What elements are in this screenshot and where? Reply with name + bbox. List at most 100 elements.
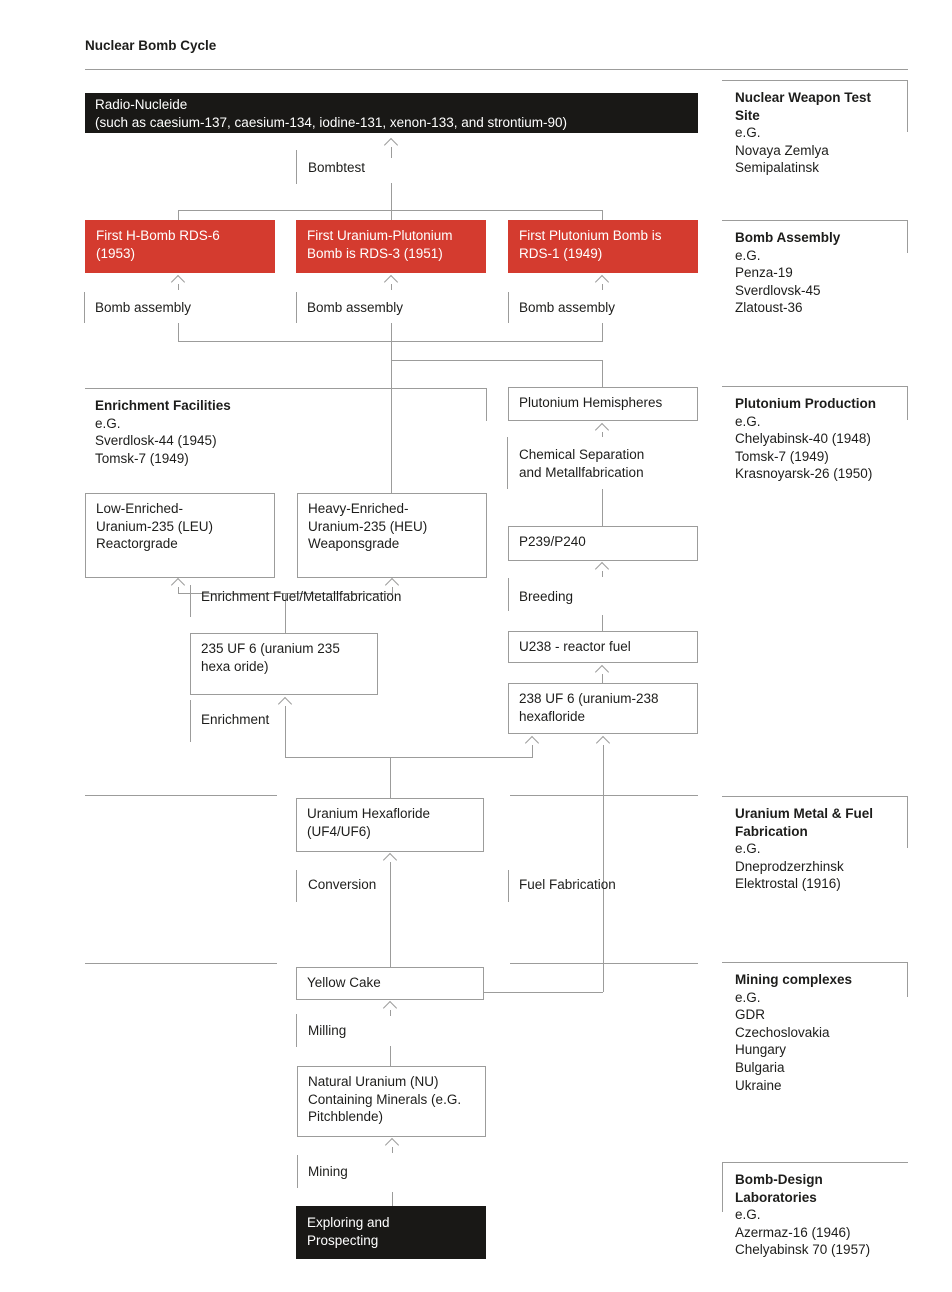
sidebar-heading: Plutonium Production <box>735 396 876 411</box>
flow-line <box>391 323 392 341</box>
sidebar-entry-bomb-assembly: Bomb Assembly e.G. Penza-19 Sverdlovsk-4… <box>722 220 908 317</box>
flow-line <box>391 183 392 220</box>
sidebar-bracket-side <box>907 220 908 253</box>
flow-line <box>285 593 286 633</box>
flow-line <box>178 587 179 593</box>
sidebar-heading: Nuclear Weapon Test Site <box>735 90 872 123</box>
sidebar-entry-mining-complexes: Mining complexes e.G. GDR Czechoslovakia… <box>722 962 908 1094</box>
flow-line <box>390 1010 391 1016</box>
node-u238-reactor-fuel: U238 - reactor fuel <box>508 631 698 663</box>
flow-line <box>390 1046 391 1066</box>
sidebar-entry-bomb-design-laboratories: Bomb-Design Laboratories e.G. Azermaz-16… <box>722 1162 908 1259</box>
flow-line <box>602 615 603 631</box>
flow-line <box>484 992 603 993</box>
label-tick <box>84 292 85 323</box>
title-rule <box>85 69 908 70</box>
sidebar-bracket-side <box>907 386 908 420</box>
flow-line <box>602 323 603 341</box>
label-tick <box>508 870 509 902</box>
node-first-h-bomb: First H-Bomb RDS-6 (1953) <box>85 220 275 273</box>
flow-label-chemical-separation: Chemical Separation and Metallfabricatio… <box>519 447 645 480</box>
flow-line <box>178 284 179 290</box>
label-tick <box>297 1155 298 1188</box>
sidebar-heading: Mining complexes <box>735 972 853 987</box>
flow-label-milling: Milling <box>308 1023 347 1038</box>
flow-label-fuel-fabrication: Fuel Fabrication <box>519 877 616 892</box>
flow-line <box>178 323 179 341</box>
flow-line <box>602 489 603 526</box>
flow-line <box>602 674 603 683</box>
flow-line <box>602 432 603 437</box>
label-tick <box>296 870 297 902</box>
flow-line <box>602 210 603 220</box>
node-leu: Low-Enriched- Uranium-235 (LEU) Reactorg… <box>85 493 275 578</box>
section-divider <box>85 795 277 796</box>
section-divider <box>85 963 277 964</box>
node-heu: Heavy-Enriched- Uranium-235 (HEU) Weapon… <box>297 493 487 578</box>
node-first-plutonium-bomb: First Plutonium Bomb is RDS-1 (1949) <box>508 220 698 273</box>
sidebar-bracket-side <box>907 80 908 132</box>
sidebar-details: e.G. Azermaz-16 (1946) Chelyabinsk 70 (1… <box>735 1207 871 1258</box>
node-first-uranium-plutonium-bomb: First Uranium-Plutonium Bomb is RDS-3 (1… <box>296 220 486 273</box>
flow-line <box>532 745 533 757</box>
sidebar-details: e.G. Penza-19 Sverdlovsk-45 Zlatoust-36 <box>735 247 821 316</box>
label-tick <box>296 1014 297 1047</box>
label-tick <box>508 292 509 323</box>
flow-label-bombtest: Bombtest <box>308 160 366 175</box>
flow-line <box>178 341 603 342</box>
flow-line <box>392 1192 393 1206</box>
node-yellow-cake: Yellow Cake <box>296 967 484 1000</box>
sidebar-entry-plutonium-production: Plutonium Production e.G. Chelyabinsk-40… <box>722 386 908 483</box>
flow-line <box>602 284 603 290</box>
sidebar-heading: Bomb-Design Laboratories <box>735 1172 823 1205</box>
label-tick <box>296 292 297 323</box>
group-heading: Enrichment Facilities <box>95 398 231 413</box>
flow-label-enrichment-fuel: Enrichment Fuel/Metallfabrication <box>201 589 402 604</box>
sidebar-details: e.G. Novaya Zemlya Semipalatinsk <box>735 125 829 176</box>
flow-line <box>602 571 603 577</box>
flow-line <box>178 210 603 211</box>
sidebar-entry-uranium-metal-fuel-fabrication: Uranium Metal & Fuel Fabrication e.G. Dn… <box>722 796 908 893</box>
flow-line <box>390 757 391 798</box>
flow-line <box>392 1147 393 1153</box>
flow-label-bomb-assembly: Bomb assembly <box>95 300 192 315</box>
flow-line <box>178 210 179 220</box>
node-radio-nucleide: Radio-Nucleide (such as caesium-137, cae… <box>85 93 698 133</box>
flow-label-bomb-assembly: Bomb assembly <box>519 300 616 315</box>
sidebar-heading: Uranium Metal & Fuel Fabrication <box>735 806 874 839</box>
sidebar-entry-nuclear-weapon-test-site: Nuclear Weapon Test Site e.G. Novaya Zem… <box>722 80 908 177</box>
group-enrichment-facilities: Enrichment Facilities e.G. Sverdlosk-44 … <box>85 388 487 467</box>
flow-line <box>603 745 604 992</box>
sidebar-bracket-side <box>907 796 908 848</box>
flow-label-bomb-assembly: Bomb assembly <box>307 300 404 315</box>
node-uranium-hexafloride: Uranium Hexafloride (UF4/UF6) <box>296 798 484 852</box>
flow-line <box>285 757 533 758</box>
sidebar-details: e.G. Chelyabinsk-40 (1948) Tomsk-7 (1949… <box>735 413 873 482</box>
flow-label-enrichment: Enrichment <box>201 712 270 727</box>
flow-line <box>602 360 603 387</box>
flow-line <box>390 862 391 967</box>
node-235-uf6: 235 UF 6 (uranium 235 hexa oride) <box>190 633 378 695</box>
flow-line <box>285 706 286 757</box>
flow-line <box>391 284 392 290</box>
sidebar-bracket-side <box>907 962 908 997</box>
label-tick <box>507 437 508 489</box>
sidebar-bracket-side <box>722 1162 723 1212</box>
node-natural-uranium: Natural Uranium (NU) Containing Minerals… <box>297 1066 486 1137</box>
flow-label-breeding: Breeding <box>519 589 574 604</box>
flow-label-conversion: Conversion <box>308 877 377 892</box>
sidebar-heading: Bomb Assembly <box>735 230 841 245</box>
page-title: Nuclear Bomb Cycle <box>85 38 217 53</box>
section-divider <box>510 963 698 964</box>
group-details: e.G. Sverdlosk-44 (1945) Tomsk-7 (1949) <box>95 415 217 466</box>
label-tick <box>190 700 191 742</box>
flow-line <box>392 587 393 593</box>
label-tick <box>508 578 509 611</box>
label-tick <box>190 585 191 617</box>
node-plutonium-hemispheres: Plutonium Hemispheres <box>508 387 698 421</box>
flow-label-mining: Mining <box>308 1164 348 1179</box>
flow-line <box>391 360 603 361</box>
node-exploring-prospecting: Exploring and Prospecting <box>296 1206 486 1259</box>
flow-line <box>391 341 392 493</box>
